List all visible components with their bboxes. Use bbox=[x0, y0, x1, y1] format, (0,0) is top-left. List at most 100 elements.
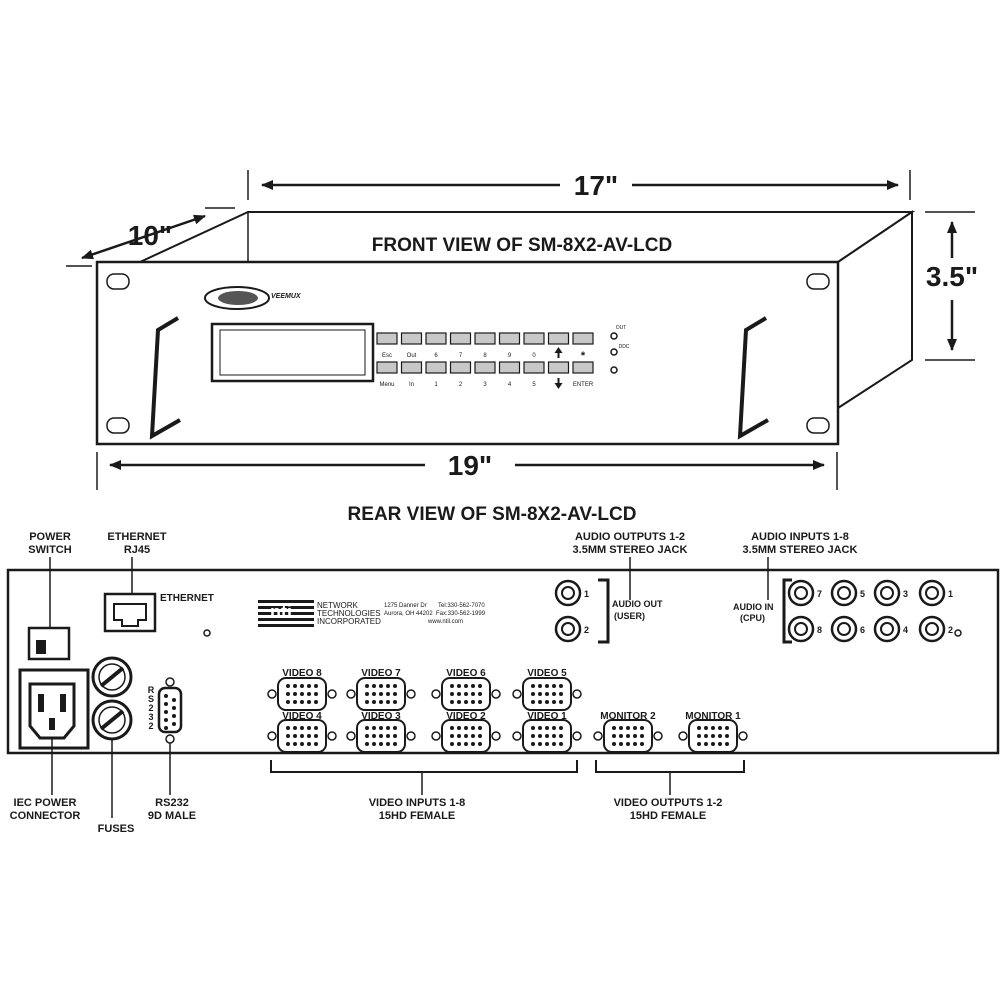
company-name: TECHNOLOGIES bbox=[317, 609, 381, 618]
keypad-key-label: 3 bbox=[483, 382, 487, 388]
keypad-key[interactable] bbox=[376, 361, 398, 374]
keypad-key-enter[interactable] bbox=[572, 361, 594, 374]
vga-video-input-port bbox=[431, 719, 501, 753]
keypad-key-label: Esc bbox=[382, 353, 392, 359]
audio-in-num: 2 bbox=[948, 625, 953, 635]
video-inputs-bracket bbox=[270, 760, 578, 773]
keypad-key[interactable] bbox=[376, 332, 398, 345]
keypad-key-label: 8 bbox=[483, 353, 487, 359]
audio-in-jack bbox=[873, 579, 901, 607]
audio-in-jack bbox=[918, 579, 946, 607]
iec-pin bbox=[49, 718, 55, 730]
dim-10-arrow bbox=[81, 214, 206, 260]
vga-video-input-port bbox=[346, 719, 416, 753]
video-port-label: VIDEO 5 bbox=[527, 668, 567, 679]
keypad-key-label: 1 bbox=[434, 382, 438, 388]
svg-text:S: S bbox=[148, 694, 154, 704]
audio-in-label: (CPU) bbox=[740, 613, 765, 623]
audio-out-bracket bbox=[598, 578, 610, 644]
lcd-window bbox=[219, 329, 366, 376]
iec-pin bbox=[60, 694, 66, 712]
audio-in-jack bbox=[830, 579, 858, 607]
keypad-key[interactable] bbox=[400, 361, 423, 374]
power-switch[interactable] bbox=[27, 626, 71, 661]
vga-monitor-output-port bbox=[678, 719, 748, 753]
keypad-key-label: 7 bbox=[459, 353, 463, 359]
audio-in-label: AUDIO IN bbox=[733, 602, 774, 612]
company-address: Aurora, OH 44202 bbox=[384, 611, 433, 617]
video-port-label: VIDEO 4 bbox=[282, 711, 322, 722]
fuse bbox=[91, 699, 133, 741]
vga-video-input-port bbox=[346, 677, 416, 711]
led-status bbox=[610, 366, 618, 374]
keypad-key[interactable] bbox=[400, 332, 423, 345]
ethernet-callout: ETHERNET bbox=[107, 531, 167, 543]
led-ddc bbox=[610, 348, 618, 356]
audio-in-jack bbox=[787, 579, 815, 607]
audio-out-label: AUDIO OUT bbox=[612, 599, 663, 609]
audio-outputs-callout: AUDIO OUTPUTS 1-2 bbox=[575, 531, 685, 543]
dim-3-5-label: 3.5" bbox=[926, 261, 978, 292]
rack-ear-hole bbox=[106, 417, 130, 434]
keypad-key[interactable] bbox=[449, 361, 472, 374]
svg-text:2: 2 bbox=[148, 703, 153, 713]
keypad-key[interactable] bbox=[449, 332, 472, 345]
rack-ear-hole bbox=[106, 273, 130, 290]
audio-in-jack bbox=[830, 615, 858, 643]
keypad-key[interactable] bbox=[498, 361, 521, 374]
company-phone: Fax:330-562-1999 bbox=[436, 611, 486, 617]
audio-in-num: 6 bbox=[860, 625, 865, 635]
front-view-title: FRONT VIEW OF SM-8X2-AV-LCD bbox=[372, 235, 672, 256]
keypad-key-label: 0 bbox=[532, 353, 536, 359]
keypad-key-up[interactable] bbox=[547, 332, 570, 345]
video-port-label: VIDEO 7 bbox=[361, 668, 401, 679]
lcd-display bbox=[210, 322, 375, 383]
vga-video-input-port bbox=[431, 677, 501, 711]
keypad-key-label: 9 bbox=[508, 353, 512, 359]
company-phone: Tel:330-562-7070 bbox=[438, 603, 485, 609]
keypad-key-label: * bbox=[581, 350, 586, 362]
keypad-key[interactable] bbox=[474, 332, 496, 345]
keypad-key-label: 6 bbox=[434, 353, 438, 359]
audio-in-num: 3 bbox=[903, 589, 908, 599]
veemux-logo: VEEMUX bbox=[204, 286, 302, 310]
handle-left bbox=[149, 316, 181, 440]
audio-out-jack-1 bbox=[554, 579, 582, 607]
led-out bbox=[610, 332, 618, 340]
keypad-key-label: In bbox=[409, 382, 414, 388]
keypad-key[interactable] bbox=[425, 361, 447, 374]
rs232-screw bbox=[165, 677, 175, 687]
keypad-key-star[interactable] bbox=[572, 332, 594, 345]
dim-19-label: 19" bbox=[448, 450, 492, 481]
company-name: NETWORK bbox=[317, 601, 359, 610]
video-port-label: VIDEO 6 bbox=[446, 668, 486, 679]
keypad-key[interactable] bbox=[425, 332, 447, 345]
dim-17-label: 17" bbox=[574, 170, 618, 201]
svg-text:VEEMUX: VEEMUX bbox=[271, 293, 302, 300]
video-port-label: VIDEO 1 bbox=[527, 711, 567, 722]
audio-in-jack bbox=[918, 615, 946, 643]
video-inputs-callout: 15HD FEMALE bbox=[379, 810, 455, 822]
rs232-callout: 9D MALE bbox=[148, 810, 196, 822]
video-port-label: VIDEO 8 bbox=[282, 668, 322, 679]
audio-in-jack bbox=[873, 615, 901, 643]
keypad-key-down[interactable] bbox=[547, 361, 570, 374]
keypad-key[interactable] bbox=[474, 361, 496, 374]
keypad-key-label: Out bbox=[407, 353, 417, 359]
svg-text:R: R bbox=[148, 685, 155, 695]
arrow-down-icon bbox=[554, 378, 563, 389]
ethernet-port-label: ETHERNET bbox=[160, 593, 214, 604]
keypad-key[interactable] bbox=[523, 332, 545, 345]
power-switch-callout: SWITCH bbox=[28, 544, 71, 556]
audio-in-num: 8 bbox=[817, 625, 822, 635]
audio-out-num: 1 bbox=[584, 589, 589, 599]
keypad-key[interactable] bbox=[523, 361, 545, 374]
front-view: 17" 10" 3.5" 19" FRONT VIEW OF SM-8X2-AV… bbox=[66, 170, 978, 490]
keypad-key-label: 5 bbox=[532, 382, 536, 388]
rs232-connector bbox=[157, 686, 183, 734]
rear-view-title: REAR VIEW OF SM-8X2-AV-LCD bbox=[348, 504, 637, 525]
audio-inputs-callout: 3.5MM STEREO JACK bbox=[743, 544, 858, 556]
keypad-key[interactable] bbox=[498, 332, 521, 345]
